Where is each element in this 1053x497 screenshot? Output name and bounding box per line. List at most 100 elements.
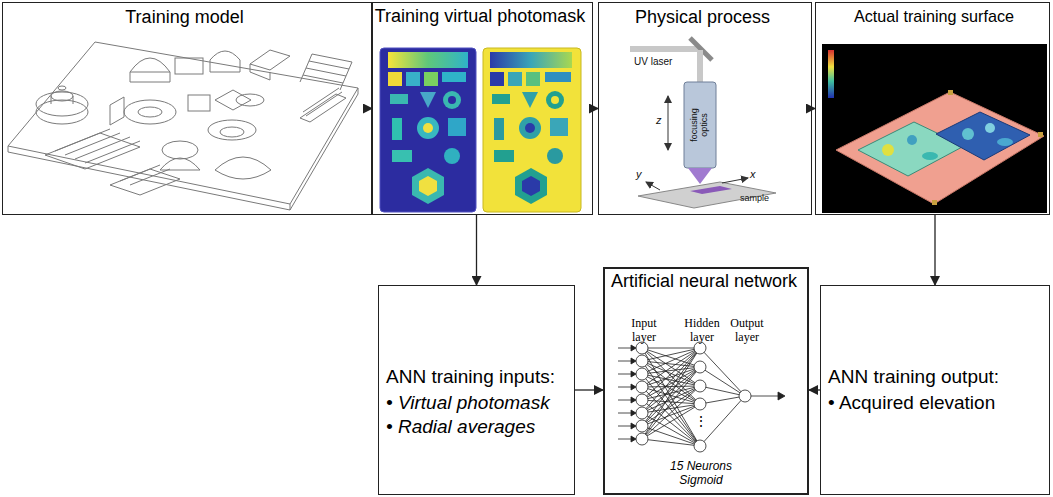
flow-arrow — [575, 389, 603, 390]
photomask-heatmap-part — [423, 123, 433, 133]
box-text: • Radial averages — [386, 416, 535, 438]
cad-model-drawing-part — [303, 88, 342, 116]
cad-model-drawing-part — [300, 54, 352, 90]
box-title: Training model — [3, 7, 366, 28]
photomask-heatmap-part — [442, 72, 466, 82]
network-weight-line — [642, 374, 700, 446]
photomask-heatmap-part — [448, 118, 466, 136]
cad-model-drawing-part — [220, 127, 244, 137]
photomask-heatmap-part — [424, 72, 438, 86]
photomask-heatmap-part — [490, 52, 572, 68]
photomask-heatmap-part — [522, 92, 538, 108]
figure-label: sample — [740, 194, 769, 204]
cad-model-drawing-part — [290, 88, 358, 210]
network-weight-line — [642, 367, 700, 400]
cad-model-drawing-part — [215, 157, 271, 179]
cad-model-drawing-part — [58, 86, 66, 90]
cad-model-drawing-part — [250, 64, 270, 80]
photomask-heatmap-part — [515, 168, 547, 204]
laser-setup-drawing-part — [630, 46, 700, 52]
input-neuron — [636, 394, 648, 406]
cad-model-drawing-part — [8, 146, 290, 210]
input-arrowhead — [631, 397, 636, 403]
surface-render-part — [962, 128, 974, 140]
network-weight-line — [751, 396, 778, 397]
network-weight-line — [642, 439, 700, 446]
cad-model-drawing-part — [110, 97, 124, 125]
hidden-neuron — [694, 440, 706, 452]
laser-setup-drawing-part — [646, 182, 660, 190]
photomask-heatmap-part — [525, 123, 535, 133]
cad-model-drawing-part — [51, 96, 52, 104]
box-text: • Acquired elevation — [828, 392, 995, 414]
laser-setup-drawing — [630, 38, 776, 208]
surface-render-part — [1038, 132, 1043, 137]
network-weight-line — [642, 348, 700, 446]
surface-render-part — [882, 144, 894, 156]
photomask-heatmap-part — [392, 118, 402, 140]
photomask-heatmap-part — [547, 148, 563, 164]
cad-model-drawing-part — [175, 58, 203, 74]
input-neuron — [636, 420, 648, 432]
laser-setup-drawing-part — [688, 168, 712, 184]
cad-model-drawing-part — [55, 129, 140, 163]
cad-model-drawing-part — [130, 58, 170, 72]
network-weight-line — [642, 367, 700, 439]
hidden-neuron — [694, 398, 706, 410]
input-arrowhead — [631, 410, 636, 416]
cad-model-drawing-part — [51, 91, 73, 101]
photomask-heatmap-part — [420, 92, 436, 108]
network-weight-line — [642, 413, 700, 446]
cad-model-drawing-part — [138, 107, 162, 117]
network-weight-line — [700, 386, 745, 396]
box-text: ⋮ — [693, 414, 709, 430]
cad-model-drawing-part — [120, 165, 170, 185]
box-text: 15 Neurons Sigmoid — [659, 460, 743, 488]
cad-model-drawing-part — [130, 72, 170, 82]
input-neuron — [636, 342, 648, 354]
surface-render-part — [936, 112, 1030, 160]
photomask-heatmap-part — [508, 72, 522, 86]
cad-model-drawing-part — [236, 94, 264, 106]
photomask-heatmap-part — [494, 118, 504, 140]
laser-setup-drawing-part — [684, 82, 716, 168]
photomask-heatmap-part — [492, 94, 510, 104]
laser-setup-drawing-part — [722, 178, 748, 183]
cad-model-drawing-part — [188, 95, 210, 111]
photomask-heatmap-part — [522, 176, 540, 196]
surface-render — [822, 44, 1047, 213]
photomask-heatmap-part — [546, 91, 564, 109]
photomask-heatmap-part — [388, 72, 402, 86]
box-text: Hidden layer — [675, 317, 729, 345]
title-box: Training model — [2, 2, 372, 215]
input-box: ANN training inputs:• Virtual photomask•… — [378, 285, 575, 495]
cad-model-drawing-part — [215, 90, 251, 110]
cad-model-drawing-part — [208, 120, 256, 140]
photomask-heatmap-part — [406, 72, 420, 86]
title-box: Training virtual photomask — [372, 2, 593, 215]
network-weight-line — [642, 386, 700, 426]
photomask-heatmap-part — [490, 72, 504, 86]
surface-render-part — [997, 138, 1013, 146]
surface-render-part — [985, 123, 995, 133]
network-weight-line — [642, 367, 700, 374]
photomask-heatmap-part — [448, 96, 456, 104]
surface-render-part — [932, 200, 937, 205]
network-weight-line — [700, 367, 745, 396]
input-arrowhead — [631, 345, 636, 351]
photomask-heatmap-part — [390, 94, 408, 104]
input-neuron — [636, 407, 648, 419]
box-title: ANN training inputs: — [386, 366, 555, 388]
box-text: Input layer — [622, 317, 666, 345]
photomask-heatmap-part — [483, 48, 581, 212]
photomask-heatmap-part — [545, 72, 571, 82]
cad-model-drawing-part — [303, 61, 349, 83]
network-output-arrow — [778, 392, 785, 400]
network-weight-line — [700, 348, 745, 396]
box-title: Artificial neural network — [605, 271, 803, 292]
photomask-heatmap-part — [412, 168, 444, 204]
output-neuron — [739, 390, 751, 402]
figure-label: focusing optics — [690, 103, 710, 147]
network-weight-line — [700, 396, 745, 404]
flow-arrow — [476, 215, 477, 285]
